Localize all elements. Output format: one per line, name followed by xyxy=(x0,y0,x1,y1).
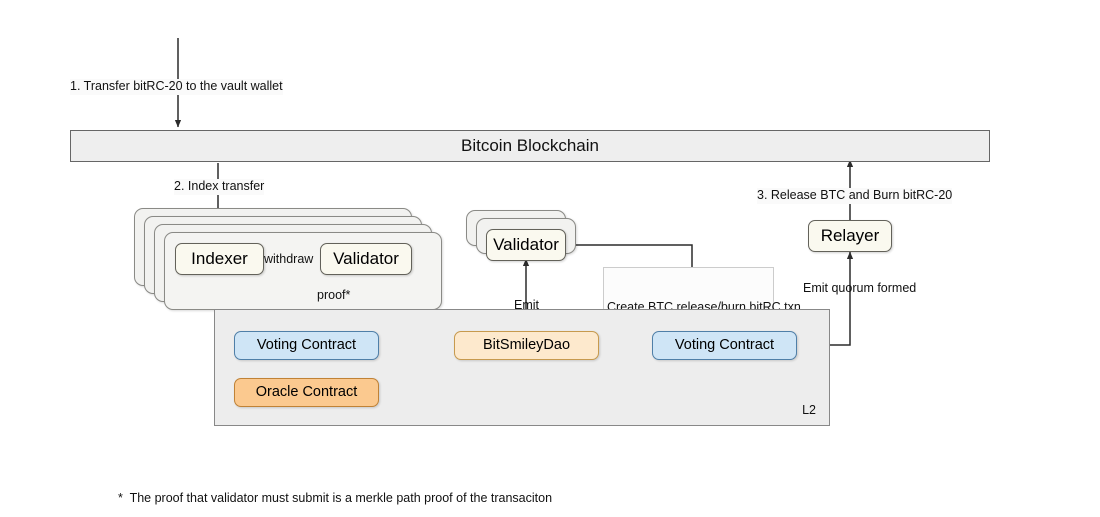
oracle-contract[interactable]: Oracle Contract xyxy=(234,378,379,407)
voting-contract-left[interactable]: Voting Contract xyxy=(234,331,379,360)
withdraw-label: withdraw xyxy=(264,252,314,266)
step-2-label: 2. Index transfer xyxy=(174,179,265,195)
validator-left-label: Validator xyxy=(333,249,399,269)
step-1-label: 1. Transfer bitRC-20 to the vault wallet xyxy=(70,79,283,95)
l2-container: L2 xyxy=(214,309,830,426)
proof-label: proof* xyxy=(317,288,351,302)
bitcoin-blockchain-bar: Bitcoin Blockchain xyxy=(70,130,990,162)
validator-left-node[interactable]: Validator xyxy=(320,243,412,275)
voting-contract-right-label: Voting Contract xyxy=(674,337,775,354)
validator-mid-node[interactable]: Validator xyxy=(486,229,566,261)
voting-contract-right[interactable]: Voting Contract xyxy=(652,331,797,360)
emit-release-line-1: Emit xyxy=(514,298,539,313)
l2-tag: L2 xyxy=(802,403,816,417)
footnote-1: * The proof that validator must submit i… xyxy=(118,491,553,506)
bitsmiley-dao-label: BitSmileyDao xyxy=(482,337,571,354)
indexer-node[interactable]: Indexer xyxy=(175,243,264,275)
bitsmiley-dao[interactable]: BitSmileyDao xyxy=(454,331,599,360)
oracle-contract-label: Oracle Contract xyxy=(255,384,358,401)
step-3-label: 3. Release BTC and Burn bitRC-20 xyxy=(757,188,953,204)
footnotes: * The proof that validator must submit i… xyxy=(118,447,560,517)
indexer-label: Indexer xyxy=(191,249,248,269)
bitcoin-blockchain-label: Bitcoin Blockchain xyxy=(461,136,599,156)
voting-contract-left-label: Voting Contract xyxy=(256,337,357,354)
relayer-label: Relayer xyxy=(820,226,880,246)
relayer-node[interactable]: Relayer xyxy=(808,220,892,252)
quorum-label: Emit quorum formed xyxy=(803,281,917,295)
validator-mid-label: Validator xyxy=(493,235,559,255)
